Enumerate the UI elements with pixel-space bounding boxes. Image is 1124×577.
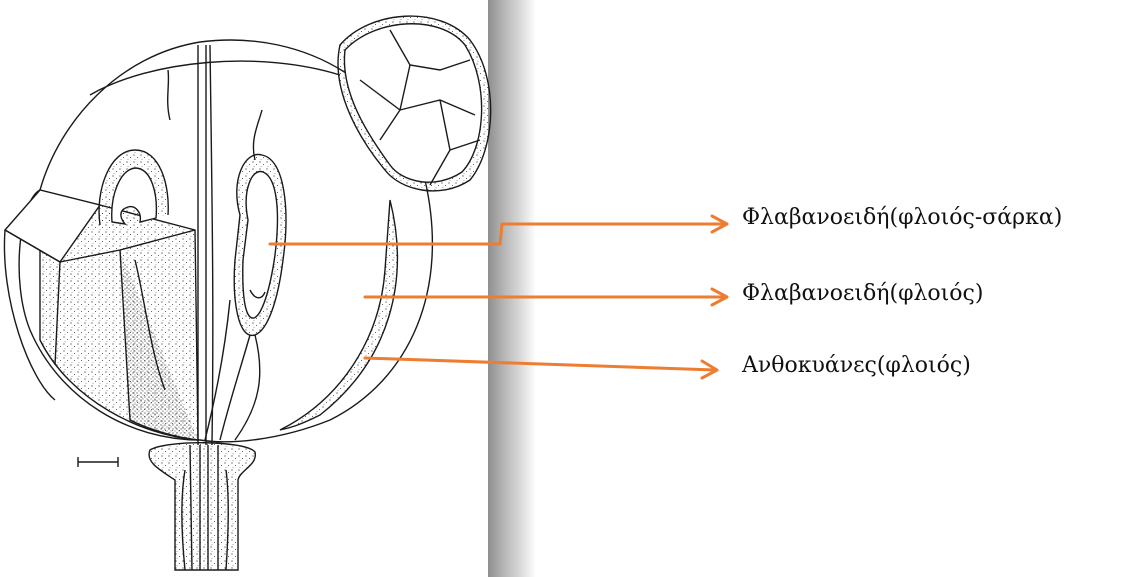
label-anthocyanins-skin: Ανθοκυάνες(φλοιός) [742,353,971,378]
leader-line-anthocyanins-skin [365,358,715,370]
label-flavonoids-skin-flesh: Φλαβανοειδή(φλοιός-σάρκα) [742,205,1062,230]
label-flavonoids-skin: Φλαβανοειδή(φλοιός) [742,281,983,306]
